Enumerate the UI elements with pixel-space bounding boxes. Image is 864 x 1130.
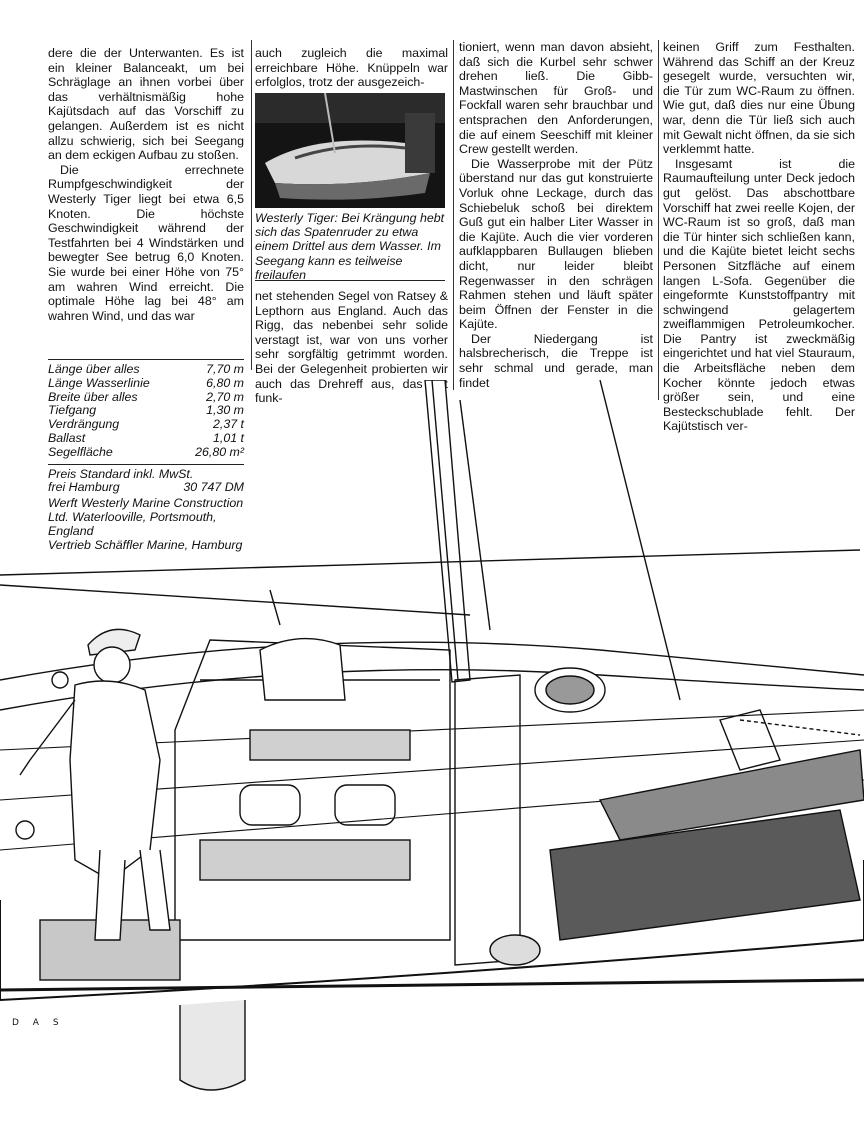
footer-mark: DAS (12, 1018, 73, 1028)
paragraph: auch zugleich die maximal erreichbare Hö… (255, 46, 448, 90)
spec-label: Länge über alles (48, 362, 140, 376)
price-location: frei Hamburg (48, 480, 120, 495)
column-rule (453, 40, 454, 390)
spec-row: Verdrängung 2,37 t (48, 417, 244, 432)
divider (48, 463, 244, 465)
divider (255, 280, 445, 281)
spec-label: Segelfläche (48, 444, 113, 459)
paragraph: Insgesamt ist die Raumaufteilung unter D… (663, 156, 855, 434)
specs-table: Länge über alles 7,70 m Länge Wasserlinie 6… (48, 355, 244, 552)
spec-row: Tiefgang 1,30 m (48, 404, 244, 418)
column-rule (658, 40, 659, 400)
spec-row: Ballast 1,01 t (48, 430, 244, 446)
paragraph: Die Wasserprobe mit der Pütz überstand n… (459, 156, 653, 332)
paragraph: tioniert, wenn man davon absieht, daß si… (459, 40, 653, 157)
price-label: Preis Standard inkl. MwSt. (48, 466, 194, 481)
text-column-2-continued: net stehenden Segel von Ratsey & Lepthor… (255, 289, 448, 406)
photo-caption: Westerly Tiger: Bei Krängung hebt sich d… (255, 211, 445, 282)
spec-row: Segelfläche 26,80 m² (48, 444, 244, 460)
paragraph: Die errechnete Rumpfgeschwindigkeit der … (48, 162, 244, 323)
spec-label: Länge Wasserlinie (48, 375, 150, 390)
price-value: 30 747 DM (183, 480, 244, 495)
boat-cutaway-illustration (0, 380, 864, 1091)
spec-value: 1,30 m (206, 403, 244, 418)
spec-label: Tiefgang (48, 403, 97, 418)
spec-value: 6,80 m (206, 375, 244, 390)
divider (48, 359, 244, 360)
spec-value: 2,70 m (206, 389, 244, 404)
paragraph: dere die der Unterwanten. Es ist ein kle… (48, 46, 244, 163)
text-column-1: dere die der Unterwanten. Es ist ein kle… (48, 46, 244, 323)
spec-label: Verdrängung (48, 417, 120, 432)
text-column-4: keinen Griff zum Festhalten. Während das… (663, 40, 855, 434)
text-column-3: tioniert, wenn man davon absieht, daß si… (459, 40, 653, 390)
boat-photo (255, 93, 445, 208)
dealer-info: Vertrieb Schäffler Marine, Hamburg (48, 537, 243, 552)
spec-value: 2,37 t (212, 417, 244, 432)
spec-row: Länge Wasserlinie 6,80 m (48, 375, 244, 391)
column-rule (251, 40, 252, 370)
paragraph: net stehenden Segel von Ratsey & Lepthor… (255, 289, 448, 406)
spec-label: Ballast (48, 430, 86, 445)
spec-row: Breite über alles 2,70 m (48, 389, 244, 405)
text-column-2: auch zugleich die maximal erreichbare Hö… (255, 46, 448, 90)
price-block: Preis Standard inkl. MwSt. frei Hamburg … (48, 466, 244, 496)
spec-label: Breite über alles (48, 389, 138, 404)
paragraph: Der Niedergang ist halsbrecherisch, die … (459, 331, 653, 390)
spec-value: 26,80 m² (195, 444, 244, 459)
spec-value: 1,01 t (212, 430, 244, 445)
spec-row: Länge über alles 7,70 m (48, 362, 244, 377)
yard-info: Werft Westerly Marine Construction Ltd. … (48, 496, 244, 538)
paragraph: keinen Griff zum Festhalten. Während das… (663, 40, 855, 157)
spec-value: 7,70 m (206, 362, 244, 376)
